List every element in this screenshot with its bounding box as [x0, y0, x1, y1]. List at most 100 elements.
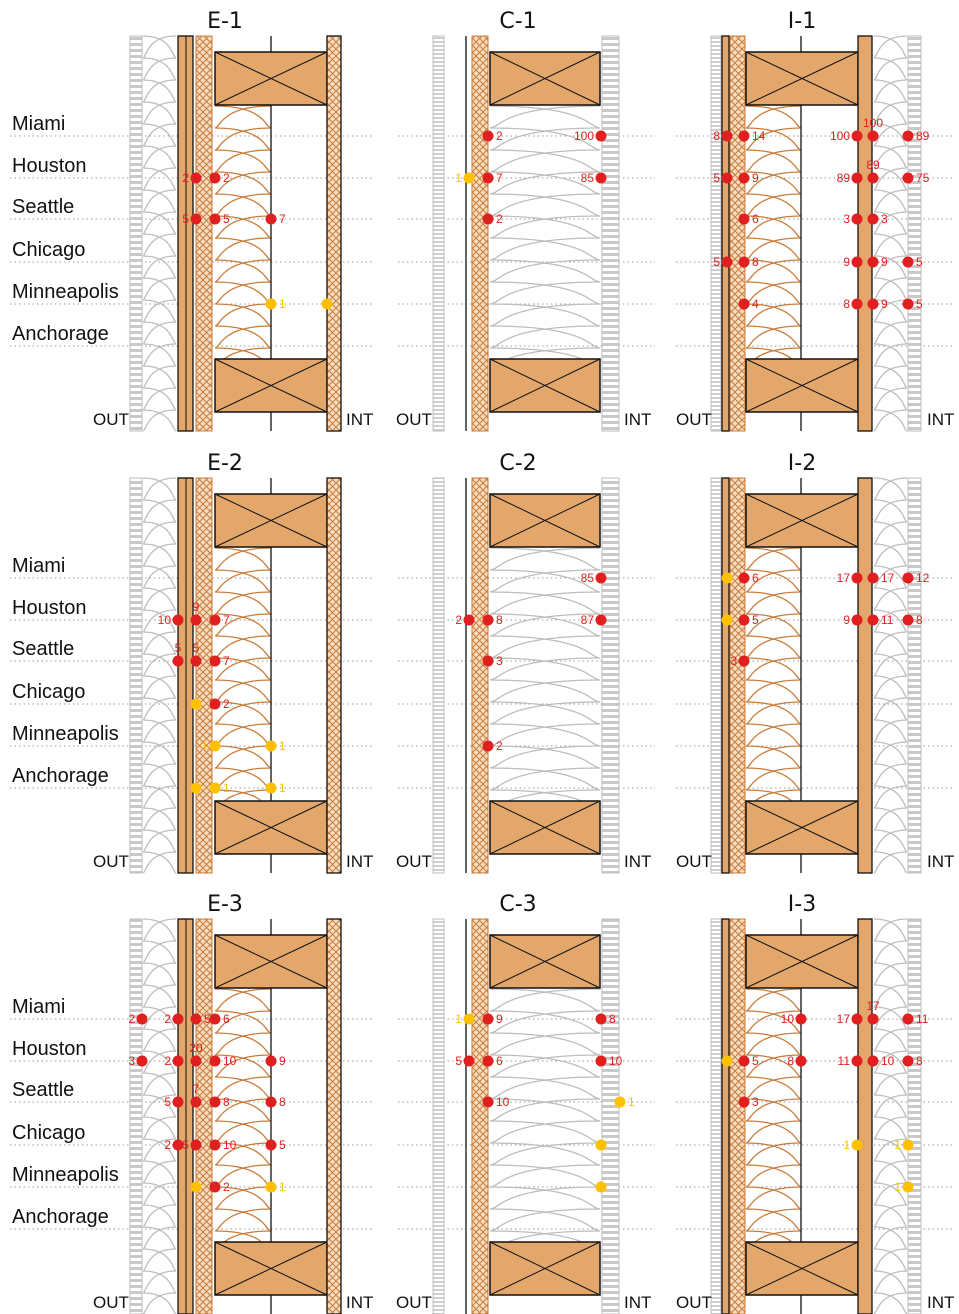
marker-value: 1: [894, 1180, 901, 1194]
interior-finish: [907, 477, 922, 874]
city-label-chicago: Chicago: [12, 681, 85, 703]
city-label-seattle: Seattle: [12, 196, 74, 218]
measurement-marker: [867, 572, 879, 584]
marker-value: 5: [916, 297, 923, 311]
measurement-marker: [902, 298, 914, 310]
measurement-marker: [738, 172, 750, 184]
measurement-marker: [867, 172, 879, 184]
osb-layer: [471, 35, 489, 432]
measurement-marker: [172, 1139, 184, 1151]
measurement-marker: [190, 172, 202, 184]
measurement-marker: [190, 698, 202, 710]
cavity-insulation: [214, 105, 272, 368]
cavity-insulation: [745, 988, 802, 1251]
measurement-marker: [482, 1013, 494, 1025]
measurement-marker: [721, 172, 733, 184]
marker-value: 10: [609, 1054, 623, 1068]
measurement-marker: [265, 782, 277, 794]
marker-value: 2: [128, 1012, 135, 1026]
measurement-marker: [595, 172, 607, 184]
marker-value: 11: [916, 1012, 929, 1026]
out-label: OUT: [676, 852, 712, 871]
measurement-marker: [209, 698, 221, 710]
marker-value: 9: [752, 171, 759, 185]
measurement-marker: [209, 1139, 221, 1151]
measurement-marker: [867, 614, 879, 626]
marker-value: 1: [455, 171, 462, 185]
marker-value: 10: [158, 613, 172, 627]
marker-value: 5: [175, 641, 182, 655]
city-label-houston: Houston: [12, 155, 87, 177]
framing-cross-line: [745, 934, 859, 989]
marker-value: 5: [713, 255, 720, 269]
marker-value: 3: [128, 1054, 135, 1068]
marker-value: 75: [916, 171, 930, 185]
int-label: INT: [927, 1293, 954, 1312]
marker-value: 7: [223, 613, 230, 627]
city-label-seattle: Seattle: [12, 638, 74, 660]
marker-value: 2: [164, 1012, 171, 1026]
measurement-marker: [482, 213, 494, 225]
measurement-marker: [482, 655, 494, 667]
marker-value: 8: [752, 255, 759, 269]
framing-cross-line: [214, 51, 328, 106]
sheathing-layer: [721, 918, 730, 1314]
measurement-marker: [738, 614, 750, 626]
framing-cross-line: [489, 493, 601, 548]
marker-value: 89: [866, 158, 880, 172]
marker-value: 2: [164, 1138, 171, 1152]
measurement-marker: [209, 782, 221, 794]
marker-value: 2: [223, 1180, 230, 1194]
city-label-miami: Miami: [12, 555, 65, 577]
cladding-layer: [710, 918, 722, 1314]
marker-value: 3: [752, 1095, 759, 1109]
marker-value: 2: [182, 171, 189, 185]
marker-value: 85: [581, 571, 595, 585]
marker-value: 1: [279, 781, 286, 795]
marker-value: 87: [581, 613, 595, 627]
marker-value: 1: [628, 1095, 635, 1109]
city-label-houston: Houston: [12, 1038, 87, 1060]
measurement-marker: [172, 655, 184, 667]
measurement-marker: [738, 1096, 750, 1108]
panel-e-1: E-1MiamiHoustonSeattleChicagoMinneapolis…: [10, 9, 373, 432]
measurement-marker: [321, 298, 333, 310]
marker-value: 8: [713, 129, 720, 143]
marker-value: 5: [916, 255, 923, 269]
measurement-marker: [482, 740, 494, 752]
measurement-marker: [265, 1181, 277, 1193]
measurement-marker: [795, 1013, 807, 1025]
measurement-marker: [851, 172, 863, 184]
panel-title: E-1: [207, 9, 243, 34]
marker-value: 9: [193, 600, 200, 614]
marker-value: 5: [193, 641, 200, 655]
measurement-marker: [595, 572, 607, 584]
int-label: INT: [624, 1293, 651, 1312]
city-label-anchorage: Anchorage: [12, 765, 109, 787]
marker-value: 5: [182, 212, 189, 226]
measurement-marker: [851, 1013, 863, 1025]
city-label-chicago: Chicago: [12, 1122, 85, 1144]
panel-e-2: E-2MiamiHoustonSeattleChicagoMinneapolis…: [10, 451, 373, 874]
measurement-marker: [738, 130, 750, 142]
measurement-marker: [209, 172, 221, 184]
measurement-marker: [265, 213, 277, 225]
measurement-marker: [190, 1139, 202, 1151]
framing-cross-line: [214, 800, 328, 855]
cladding-layer: [432, 35, 445, 432]
osb-layer: [729, 918, 746, 1314]
measurement-marker: [614, 1096, 626, 1108]
marker-value: 5: [182, 1138, 189, 1152]
measurement-marker: [482, 614, 494, 626]
marker-value: 6: [223, 1012, 230, 1026]
measurement-marker: [595, 130, 607, 142]
panel-title: C-2: [499, 451, 536, 476]
interior-board: [326, 918, 342, 1314]
panel-e-3: E-3MiamiHoustonSeattleChicagoMinneapolis…: [10, 892, 373, 1314]
marker-value: 9: [843, 255, 850, 269]
measurement-marker: [738, 1055, 750, 1067]
measurement-marker: [463, 172, 475, 184]
panel-title: E-3: [207, 892, 243, 917]
marker-value: 3: [730, 654, 737, 668]
